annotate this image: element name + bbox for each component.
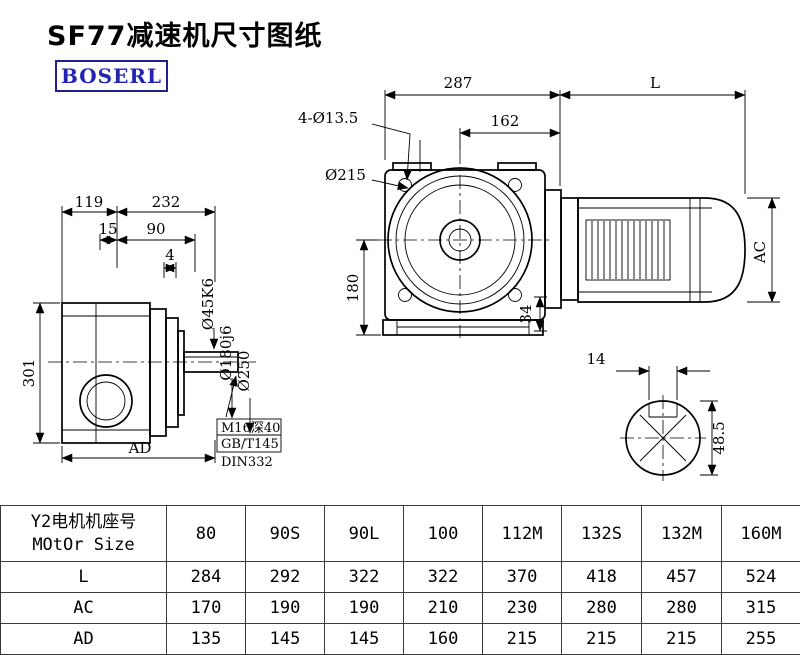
dim-label-180: 180 [344, 274, 362, 303]
table-header-row: Y2电机机座号 MOtOr Size 80 90S 90L 100 112M 1… [1, 506, 800, 562]
tap-note-line1: M16深40 [221, 421, 280, 436]
header-col-90L: 90L [325, 506, 404, 562]
header-motor-size-line2: MOtOr Size [1, 534, 166, 557]
dim-label-bolt-holes: 4-Ø13.5 [298, 109, 358, 127]
table-row-AD: AD 135 145 145 160 215 215 215 255 [1, 624, 800, 655]
dim-label-flange-dia-250: Ø250 [235, 351, 253, 392]
cell-L-3: 322 [404, 562, 483, 593]
cell-AD-2: 145 [325, 624, 404, 655]
cell-AD-4: 215 [483, 624, 562, 655]
dim-label-shaft-height: 48.5 [710, 421, 728, 454]
row-label-AD: AD [1, 624, 167, 655]
dim-label-L: L [650, 74, 660, 92]
front-view [378, 150, 745, 338]
dim-label-90: 90 [146, 220, 165, 238]
dim-label-key-width: 14 [586, 350, 605, 368]
dim-label-4: 4 [165, 246, 175, 264]
cell-L-2: 322 [325, 562, 404, 593]
dim-label-34: 34 [517, 304, 535, 323]
cell-L-5: 418 [562, 562, 642, 593]
dim-label-ad: AD [128, 439, 152, 457]
technical-drawing: 119 232 15 90 4 301 AD Ø45K6 Ø180j6 Ø250… [0, 0, 800, 505]
tap-note-line3: DIN332 [221, 455, 273, 470]
header-col-100: 100 [404, 506, 483, 562]
dim-label-162: 162 [491, 112, 520, 130]
cell-AC-2: 190 [325, 593, 404, 624]
cell-AC-0: 170 [167, 593, 246, 624]
dim-label-301: 301 [20, 359, 38, 388]
cell-AD-1: 145 [246, 624, 325, 655]
header-col-112M: 112M [483, 506, 562, 562]
cell-AD-6: 215 [642, 624, 722, 655]
header-col-90S: 90S [246, 506, 325, 562]
cell-L-4: 370 [483, 562, 562, 593]
cell-AD-3: 160 [404, 624, 483, 655]
row-label-L: L [1, 562, 167, 593]
table-row-AC: AC 170 190 190 210 230 280 280 315 [1, 593, 800, 624]
shaft-section-dimensions: 14 48.5 [586, 350, 728, 475]
cell-AC-7: 315 [722, 593, 800, 624]
dim-label-AC: AC [751, 241, 769, 264]
dim-label-287: 287 [444, 74, 473, 92]
tap-note-line2: GB/T145 [221, 437, 279, 452]
cell-AC-4: 230 [483, 593, 562, 624]
cell-AD-0: 135 [167, 624, 246, 655]
header-col-80: 80 [167, 506, 246, 562]
header-motor-size-line1: Y2电机机座号 [1, 511, 166, 534]
front-view-dimensions: 287 L 162 4-Ø13.5 Ø215 180 34 AC [298, 74, 780, 335]
cell-AD-5: 215 [562, 624, 642, 655]
dim-label-shaft-dia: Ø45K6 [199, 278, 217, 330]
table-row-L: L 284 292 322 322 370 418 457 524 [1, 562, 800, 593]
header-motor-size-cell: Y2电机机座号 MOtOr Size [1, 506, 167, 562]
dim-label-232: 232 [152, 193, 181, 211]
dim-label-flange-dia-215: Ø215 [325, 166, 366, 184]
cell-L-7: 524 [722, 562, 800, 593]
dim-label-pilot-dia: Ø180j6 [217, 325, 235, 380]
dim-label-119: 119 [75, 193, 104, 211]
cell-L-1: 292 [246, 562, 325, 593]
cell-L-6: 457 [642, 562, 722, 593]
cell-L-0: 284 [167, 562, 246, 593]
motor-size-table: Y2电机机座号 MOtOr Size 80 90S 90L 100 112M 1… [0, 505, 800, 655]
cell-AC-1: 190 [246, 593, 325, 624]
shaft-section [620, 395, 706, 481]
dim-label-15: 15 [98, 220, 117, 238]
cell-AC-3: 210 [404, 593, 483, 624]
cell-AC-5: 280 [562, 593, 642, 624]
row-label-AC: AC [1, 593, 167, 624]
header-col-160M: 160M [722, 506, 800, 562]
header-col-132S: 132S [562, 506, 642, 562]
cell-AC-6: 280 [642, 593, 722, 624]
header-col-132M: 132M [642, 506, 722, 562]
cell-AD-7: 255 [722, 624, 800, 655]
